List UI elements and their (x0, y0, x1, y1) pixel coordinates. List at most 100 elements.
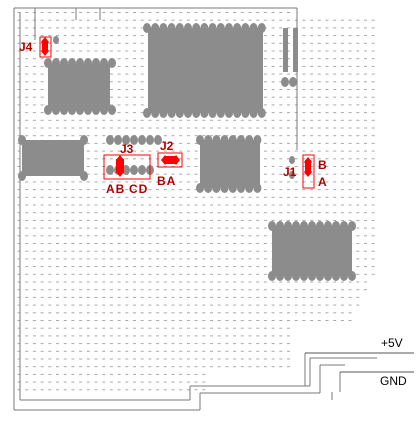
chip-u5-pin (268, 271, 276, 281)
hole (287, 150, 290, 152)
hole (340, 58, 344, 60)
hole (63, 227, 67, 229)
hole (63, 381, 67, 383)
hole (40, 335, 44, 337)
chip-u2-pin (84, 105, 92, 115)
hole (102, 304, 106, 306)
hole (102, 281, 106, 283)
hole (287, 189, 290, 191)
hole (302, 289, 306, 291)
hole (117, 181, 121, 183)
hole (287, 65, 290, 67)
hole (317, 173, 321, 175)
hole (125, 196, 129, 198)
hole (148, 150, 152, 152)
hole (86, 358, 90, 360)
hole (63, 258, 67, 260)
hole (25, 196, 29, 198)
chip-u3-pin (18, 171, 26, 181)
hole (148, 204, 152, 206)
hole (263, 166, 267, 167)
hole (356, 119, 360, 121)
hole (117, 373, 121, 375)
hole (32, 189, 36, 191)
hole (109, 181, 113, 183)
hole (371, 166, 375, 167)
hole (140, 373, 144, 375)
hole (271, 181, 275, 183)
hole (156, 243, 160, 244)
hole (325, 19, 329, 21)
hole (40, 350, 44, 352)
header-pin (122, 135, 130, 145)
hole (210, 304, 213, 306)
hole (302, 312, 306, 314)
hole (17, 243, 21, 244)
hole (225, 327, 229, 329)
hole (279, 89, 283, 90)
hole (140, 273, 144, 275)
hole (240, 227, 244, 229)
hole (48, 273, 52, 275)
hole (210, 327, 213, 329)
hole (263, 335, 267, 337)
hole (317, 181, 321, 183)
hole (79, 119, 83, 121)
chip-u5-pin (276, 221, 284, 231)
hole (325, 42, 329, 44)
hole (186, 235, 190, 237)
hole (371, 158, 375, 160)
hole (79, 135, 83, 137)
hole (25, 58, 29, 60)
hole (271, 65, 275, 67)
hole (102, 335, 106, 337)
hole (202, 219, 206, 221)
hole (71, 273, 75, 275)
hole (202, 266, 206, 268)
hole (48, 296, 52, 298)
hole (48, 312, 52, 314)
hole (287, 281, 290, 283)
hole (17, 142, 21, 144)
hole (156, 389, 160, 391)
hole (263, 181, 267, 183)
hole (287, 212, 290, 214)
hole (94, 12, 98, 13)
hole (356, 212, 360, 214)
hole (79, 304, 83, 306)
hole (202, 358, 206, 360)
hole (48, 204, 52, 206)
hole (348, 42, 352, 44)
hole (86, 381, 90, 383)
hole (202, 389, 206, 391)
chip-u3-pin (80, 171, 88, 181)
hole (179, 350, 183, 352)
hole (364, 266, 367, 268)
j1-pin-b-label: B (318, 158, 327, 172)
hole (217, 204, 221, 206)
hole (271, 73, 275, 75)
hole (279, 304, 283, 306)
hole (279, 35, 283, 37)
hole (40, 358, 44, 360)
hole (56, 196, 59, 198)
hole (202, 119, 206, 121)
hole (48, 27, 52, 29)
hole (310, 58, 314, 60)
hole (364, 258, 367, 260)
hole (125, 212, 129, 214)
hole (117, 227, 121, 229)
hole (48, 335, 52, 337)
hole (279, 296, 283, 298)
hole (79, 273, 83, 275)
hole (56, 127, 59, 129)
hole (194, 196, 198, 198)
hole (79, 212, 83, 214)
hole (340, 81, 344, 83)
j3-jumper-bar (116, 159, 124, 173)
hole (40, 304, 44, 306)
hole (194, 389, 198, 391)
hole (325, 281, 329, 283)
hole (171, 335, 175, 337)
hole (56, 50, 59, 52)
